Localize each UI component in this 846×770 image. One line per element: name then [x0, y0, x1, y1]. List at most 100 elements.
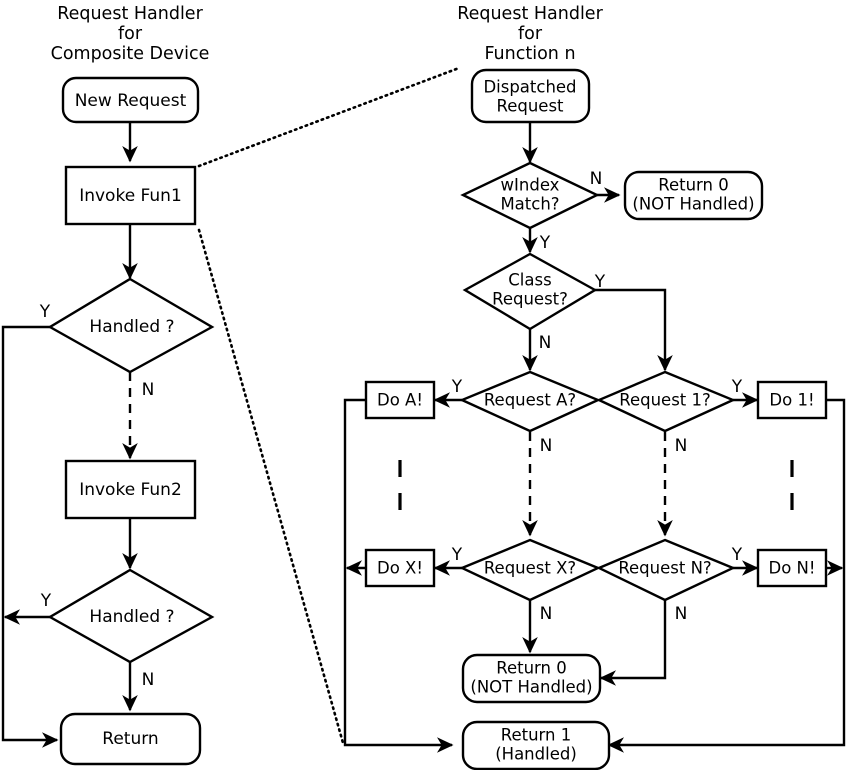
handled-2-shape [47, 568, 215, 664]
class-no-label: N [539, 333, 552, 353]
handled-1-label: Handled ? [89, 317, 174, 337]
node-do-a[interactable]: Do A! [364, 380, 436, 420]
return-0-bottom-label-line-2: (NOT Handled) [470, 678, 592, 697]
class-yes-label: Y [594, 272, 606, 292]
return-0-top-shape [623, 170, 764, 221]
new-request-label: New Request [75, 91, 187, 111]
class-request-shape [462, 252, 598, 331]
callout-line-upper [197, 66, 461, 168]
node-do-x[interactable]: Do X! [364, 548, 436, 588]
handled-1-no-label: N [142, 380, 155, 400]
handled-1-yes-label: Y [39, 302, 51, 322]
dispatched-request-shape [470, 68, 591, 124]
return-1-label-line-2: (Handled) [495, 745, 577, 764]
node-return-0-bottom[interactable]: Return 0 (NOT Handled) [461, 653, 602, 704]
node-request-1[interactable]: Request 1? [596, 370, 737, 433]
return-0-top-label-line-2: (NOT Handled) [632, 195, 754, 214]
request-n-shape [596, 538, 736, 602]
left-title-line-1: Request Handler [57, 4, 203, 24]
invoke-fun1-shape [64, 165, 197, 226]
class-request-label-line-2: Request? [492, 290, 568, 309]
request-n-yes-label: Y [731, 545, 743, 565]
dispatched-request-label-line-2: Request [496, 97, 564, 116]
edge-class-yes-to-request-1 [595, 288, 673, 372]
invoke-fun1-label: Invoke Fun1 [79, 186, 182, 206]
node-return-1[interactable]: Return 1 (Handled) [461, 720, 611, 770]
do-n-label: Do N! [768, 559, 815, 578]
right-title-line-3: Function n [484, 44, 575, 64]
request-1-label: Request 1? [619, 391, 711, 410]
node-request-a[interactable]: Request A? [458, 370, 602, 433]
handled-2-yes-label: Y [40, 591, 52, 611]
node-handled-2[interactable]: Handled ? [47, 568, 215, 664]
edge-request-n-no-to-return0-bottom [599, 600, 667, 686]
request-x-label: Request X? [484, 559, 576, 578]
windex-no-label: N [590, 169, 603, 189]
class-request-label-line-1: Class [508, 271, 551, 290]
do-a-label: Do A! [377, 391, 423, 410]
request-a-yes-label: Y [451, 377, 463, 397]
handled-2-label: Handled ? [89, 607, 174, 627]
node-invoke-fun2[interactable]: Invoke Fun2 [64, 459, 197, 520]
left-column-title: Request Handler for Composite Device [51, 4, 210, 64]
node-do-n[interactable]: Do N! [756, 548, 828, 588]
return-1-label-line-1: Return 1 [501, 726, 572, 745]
dispatched-request-label-line-1: Dispatched [483, 78, 576, 97]
return-0-bottom-shape [461, 653, 602, 704]
left-title-line-2: for [118, 24, 143, 44]
invoke-fun2-label: Invoke Fun2 [79, 480, 182, 500]
edge-handled1-yes-to-return [1, 325, 59, 748]
handled-2-no-label: N [142, 670, 155, 690]
windex-match-label-line-1: wIndex [501, 176, 560, 195]
right-column-title: Request Handler for Function n [457, 4, 603, 64]
node-return-left[interactable]: Return [59, 712, 202, 766]
node-class-request[interactable]: Class Request? [462, 252, 598, 331]
right-column-edges [343, 122, 846, 753]
request-1-shape [596, 370, 737, 433]
windex-match-label-line-2: Match? [500, 195, 559, 214]
node-invoke-fun1[interactable]: Invoke Fun1 [64, 165, 197, 226]
node-request-x[interactable]: Request X? [459, 538, 601, 602]
node-new-request[interactable]: New Request [61, 76, 200, 124]
request-x-shape [459, 538, 601, 602]
right-title-line-1: Request Handler [457, 4, 603, 24]
node-handled-1[interactable]: Handled ? [47, 277, 215, 374]
return-1-shape [461, 720, 611, 770]
do-a-shape [364, 380, 436, 420]
do-n-shape [756, 548, 828, 588]
left-column-edges [1, 122, 138, 748]
new-request-shape [61, 76, 200, 124]
return-0-bottom-label-line-1: Return 0 [496, 659, 567, 678]
node-request-n[interactable]: Request N? [596, 538, 736, 602]
node-do-1[interactable]: Do 1! [756, 380, 828, 420]
return-left-label: Return [102, 729, 158, 749]
do-1-label: Do 1! [769, 391, 814, 410]
edge-do-a-rail-to-return1 [343, 398, 454, 753]
ellipsis-marks [398, 460, 794, 510]
request-1-no-label: N [675, 436, 688, 456]
return-0-top-label-line-1: Return 0 [658, 176, 729, 195]
request-a-label: Request A? [484, 391, 576, 410]
return-left-shape [59, 712, 202, 766]
request-x-no-label: N [540, 604, 553, 624]
do-x-label: Do X! [377, 559, 423, 578]
node-dispatched-request[interactable]: Dispatched Request [470, 68, 591, 124]
do-1-shape [756, 380, 828, 420]
request-a-shape [458, 370, 602, 433]
node-windex-match[interactable]: wIndex Match? [460, 161, 600, 230]
edge-do-1-rail-to-return1 [607, 398, 846, 753]
request-1-yes-label: Y [731, 377, 743, 397]
do-x-shape [364, 548, 436, 588]
invoke-fun2-shape [64, 459, 197, 520]
windex-yes-label: Y [539, 233, 551, 253]
request-a-no-label: N [540, 436, 553, 456]
request-n-label: Request N? [618, 559, 711, 578]
node-return-0-top[interactable]: Return 0 (NOT Handled) [623, 170, 764, 221]
request-x-yes-label: Y [451, 545, 463, 565]
request-n-no-label: N [675, 604, 688, 624]
callout-line-lower [197, 228, 345, 745]
left-title-line-3: Composite Device [51, 44, 210, 64]
handled-1-shape [47, 277, 215, 374]
